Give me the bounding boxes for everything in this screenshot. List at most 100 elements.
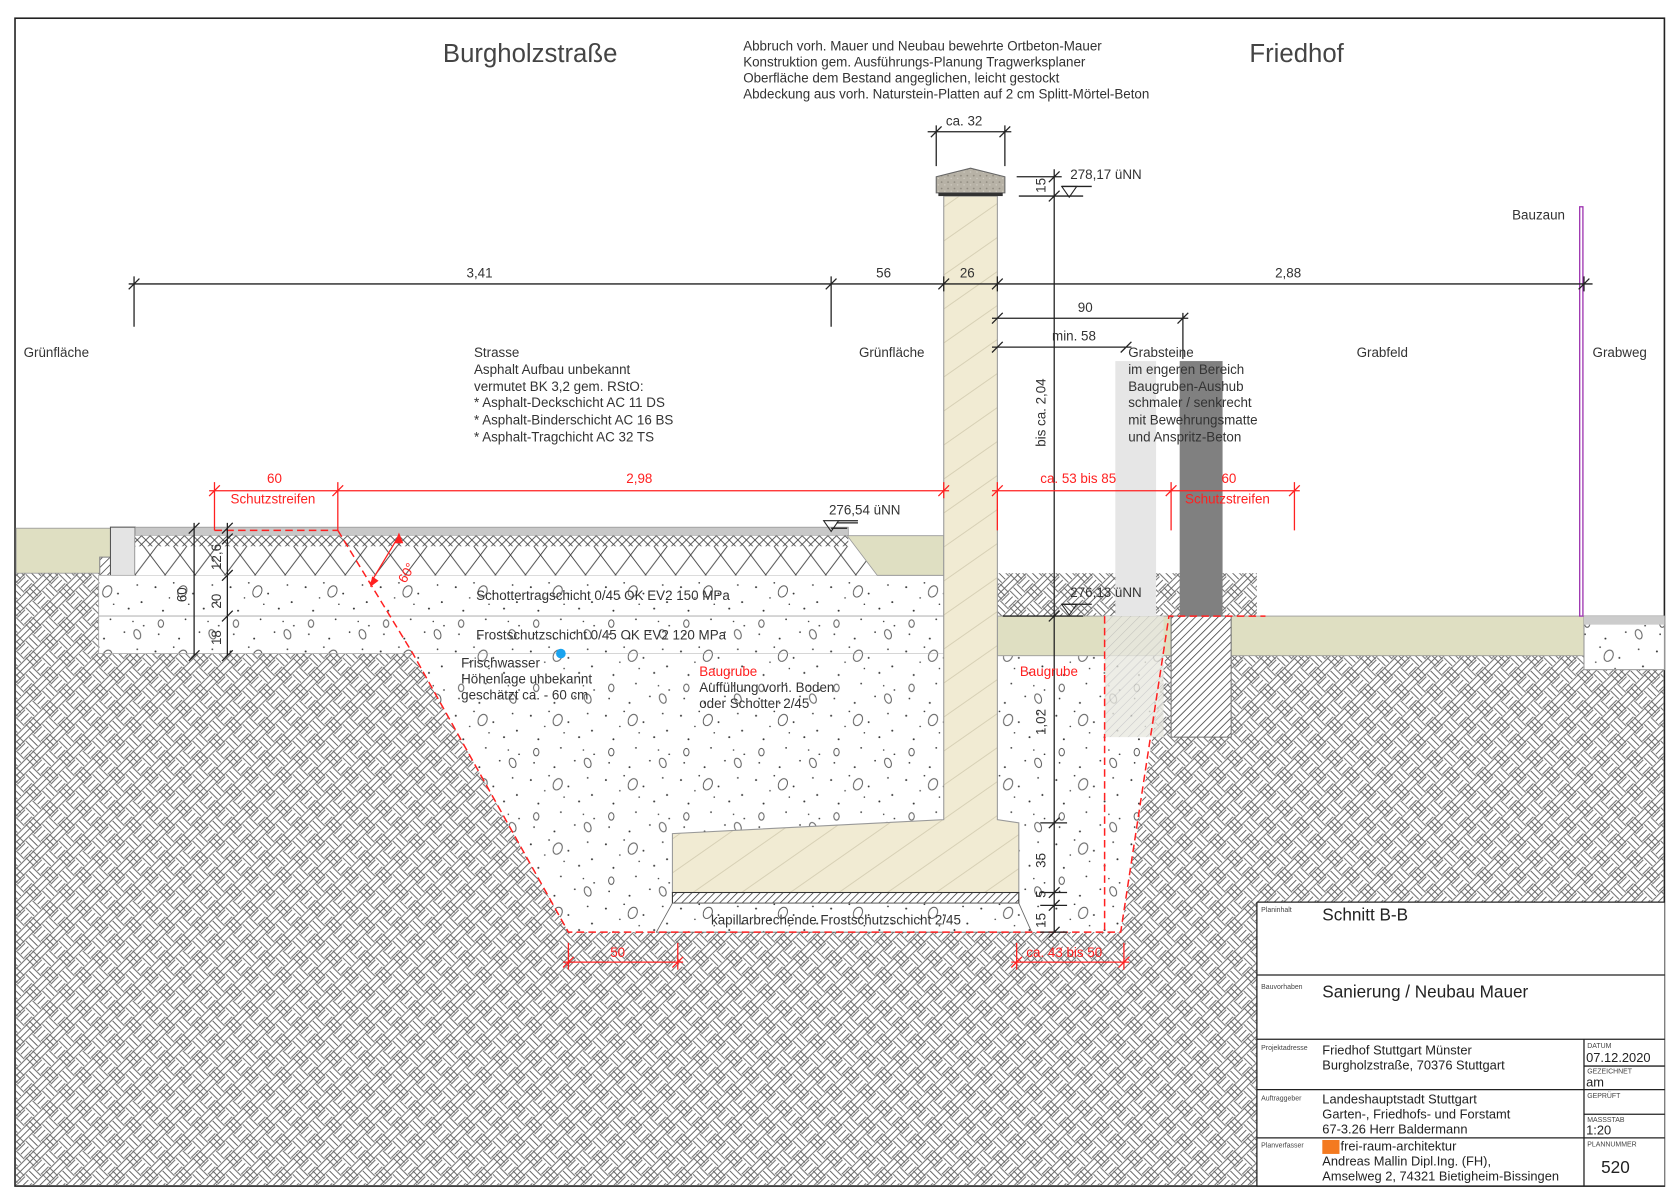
dim-label: Schutzstreifen [1185, 492, 1270, 507]
gravestone-foundation [1170, 615, 1232, 738]
note-water: Frischwasser Höhenlage unbekannt geschät… [461, 656, 592, 703]
client-line: 67-3.26 Herr Baldermann [1322, 1122, 1467, 1137]
note-line: Baugruben-Aushub [1128, 379, 1243, 394]
note-line: und Anspritz-Beton [1128, 429, 1241, 444]
note-line: Strasse [474, 345, 519, 360]
note-line: Asphalt Aufbau unbekannt [474, 362, 631, 377]
tb-label: Auftraggeber [1261, 1095, 1302, 1102]
architect-logo [1322, 1140, 1340, 1154]
dim-label: 60 [175, 587, 190, 602]
dim-label: ca. 43 bis 50 [1026, 945, 1102, 960]
dim-label: bis ca. 2,04 [1034, 378, 1049, 447]
label-bauzaun: Bauzaun [1512, 208, 1565, 223]
plan-date: 07.12.2020 [1586, 1050, 1650, 1065]
dim-label: 60 [1222, 471, 1237, 486]
dim-label: 56 [876, 266, 891, 281]
label-gruen-left: Grünfläche [24, 345, 89, 360]
mortar-bed [938, 192, 1003, 197]
dim-label: 18 [209, 630, 224, 645]
label-baugrube-left: Baugrube [699, 664, 757, 679]
note-line: Grabsteine [1128, 345, 1193, 360]
frost-layer [98, 615, 945, 654]
asphalt-top [134, 526, 849, 537]
label-grabfeld: Grabfeld [1357, 345, 1408, 360]
scale: 1:20 [1586, 1123, 1611, 1138]
grabweg-edge [1583, 616, 1665, 625]
author-line: Andreas Mallin Dipl.Ing. (FH), [1322, 1154, 1491, 1169]
note-line: Konstruktion gem. Ausführungs-Planung Tr… [743, 54, 1086, 69]
dim-label: 90 [1078, 300, 1093, 315]
project-name: Sanierung / Neubau Mauer [1322, 982, 1528, 1002]
note-line: vermutet BK 3,2 gem. RStO: [474, 379, 644, 394]
dim-label: 20 [209, 594, 224, 609]
dim-label: 1,02 [1034, 709, 1049, 735]
asphalt-deck [135, 535, 849, 547]
grass-right [996, 615, 1585, 657]
note-graves: Grabsteine im engeren Bereich Baugruben-… [1128, 345, 1257, 445]
blinding-layer [671, 891, 1020, 904]
gravestone-light [1115, 361, 1157, 617]
dim-label: 15 [1034, 913, 1049, 928]
dim-label: 3,41 [467, 266, 493, 281]
author-line: Amselweg 2, 74321 Bietigheim-Bissingen [1322, 1169, 1559, 1184]
tb-label: DATUM [1587, 1043, 1611, 1050]
author-line: frei-raum-architektur [1341, 1139, 1458, 1154]
note-line: geschätzt ca. - 60 cm [461, 688, 588, 703]
title-block: Planinhalt Schnitt B-B Bauvorhaben Sanie… [1256, 901, 1665, 1187]
cap-stone [935, 167, 1006, 194]
note-line: Frischwasser [461, 656, 540, 671]
note-line: schmaler / senkrecht [1128, 395, 1252, 410]
grass-left [15, 527, 111, 574]
client-line: Garten-, Friedhofs- und Forstamt [1322, 1107, 1510, 1122]
dim-label: Schutzstreifen [231, 492, 316, 507]
dim-label: ca. 53 bis 85 [1040, 471, 1116, 486]
dim-label: 15 [1034, 178, 1049, 193]
tb-label: GEZEICHNET [1587, 1069, 1633, 1076]
label-schotter: Schottertragschicht 0/45 OK EV2 150 MPa [476, 588, 730, 603]
dim-label: 2,98 [626, 471, 652, 486]
baugrube-fill-line: oder Schotter 2/45 [699, 696, 809, 711]
label-baugrube-right: Baugrube [1020, 664, 1078, 679]
level-street: 276,54 üNN [829, 502, 900, 517]
label-grabweg: Grabweg [1593, 345, 1647, 360]
dim-label: 35 [1034, 853, 1049, 868]
dim-label: 2,88 [1275, 266, 1301, 281]
grabweg-path [1583, 615, 1665, 671]
heading-cemetery: Friedhof [1249, 40, 1344, 68]
asphalt-base [135, 546, 878, 576]
note-line: * Asphalt-Tragchicht AC 32 TS [474, 429, 654, 444]
tb-label: Planinhalt [1261, 907, 1292, 914]
baugrube-fill-line: Auffüllung vorh. Boden [699, 680, 834, 695]
project-address-line: Friedhof Stuttgart Münster [1322, 1042, 1472, 1057]
project-address-line: Burgholzstraße, 70376 Stuttgart [1322, 1057, 1505, 1072]
level-cemetery: 276,13 üNN [1070, 585, 1141, 600]
red-dimension-lines [208, 482, 1301, 970]
client-line: Landeshauptstadt Stuttgart [1322, 1092, 1477, 1107]
note-line: * Asphalt-Deckschicht AC 11 DS [474, 395, 665, 410]
tb-label: GEPRÜFT [1587, 1092, 1621, 1100]
note-line: im engeren Bereich [1128, 362, 1244, 377]
dimension-labels: ca. 32 15 3,41 56 26 2,88 90 min. 58 bis… [175, 113, 1302, 959]
drawn-by: am [1586, 1074, 1604, 1089]
label-gruen-mid: Grünfläche [859, 345, 924, 360]
note-line: Abbruch vorh. Mauer und Neubau bewehrte … [743, 38, 1102, 53]
bauzaun-fence [1579, 206, 1584, 617]
dim-label: 26 [960, 266, 975, 281]
note-line: Oberfläche dem Bestand angeglichen, leic… [743, 71, 1059, 86]
excavation-boundary [214, 529, 1266, 933]
heading-street: Burgholzstraße [443, 40, 617, 68]
plan-number: 520 [1601, 1157, 1630, 1177]
note-street: Strasse Asphalt Aufbau unbekannt vermute… [474, 345, 673, 445]
dim-label: 50 [610, 945, 625, 960]
plan-content: Schnitt B-B [1322, 904, 1408, 924]
dimension-lines [128, 125, 1593, 938]
note-line: mit Bewehrungsmatte [1128, 412, 1257, 427]
note-line: Abdeckung aus vorh. Naturstein-Platten a… [743, 87, 1149, 102]
gravestone-dark [1179, 361, 1223, 617]
tb-label: MASSSTAB [1587, 1117, 1625, 1124]
water-pipe-icon [556, 648, 566, 659]
level-top: 278,17 üNN [1070, 167, 1141, 182]
dim-label: 5 [1034, 890, 1049, 897]
note-line: * Asphalt-Binderschicht AC 16 BS [474, 412, 673, 427]
